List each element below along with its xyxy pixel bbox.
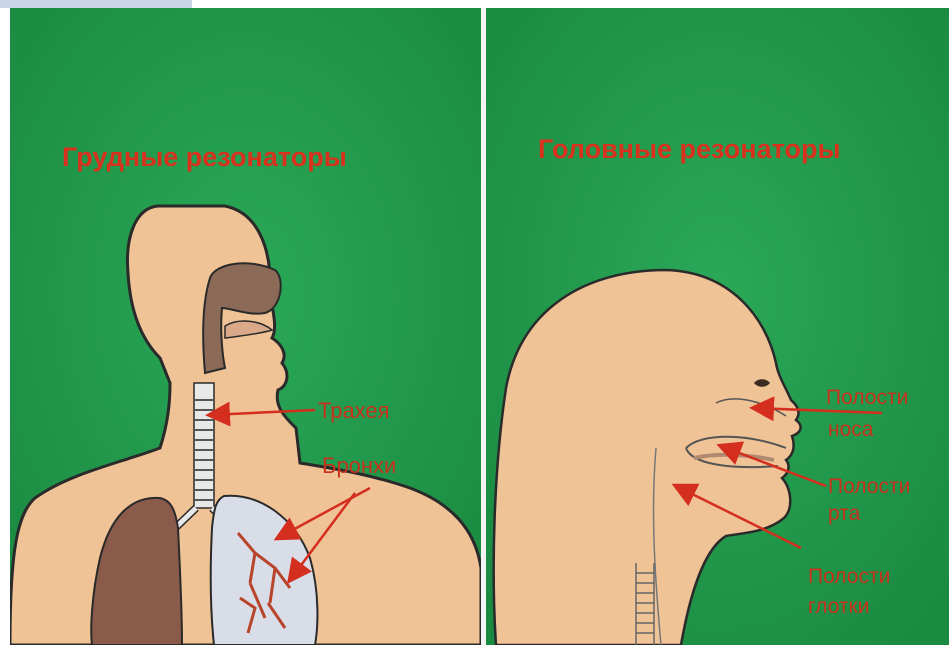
chest-title: Грудные резонаторы (62, 142, 347, 172)
chest-resonators-illustration: Грудные резонаторы (10, 8, 481, 645)
head-resonators-panel: Головные резонаторы Полости н (486, 8, 949, 645)
chest-resonators-panel: Грудные резонаторы (10, 8, 481, 645)
nose-label-line2: носа (828, 418, 874, 441)
mouth-label-line1: Полости (828, 475, 910, 498)
head-resonators-illustration: Головные резонаторы Полости н (486, 8, 949, 645)
trachea-label: Трахея (318, 398, 390, 423)
mouth-label-line2: рта (828, 502, 861, 525)
nose-label-line1: Полости (826, 386, 908, 409)
pharynx-label-line1: Полости (808, 565, 890, 588)
head-title: Головные резонаторы (538, 134, 841, 164)
top-tab-highlight (0, 0, 192, 8)
pharynx-label-line2: глотки (808, 595, 869, 618)
bronchi-label: Бронхи (322, 453, 396, 478)
